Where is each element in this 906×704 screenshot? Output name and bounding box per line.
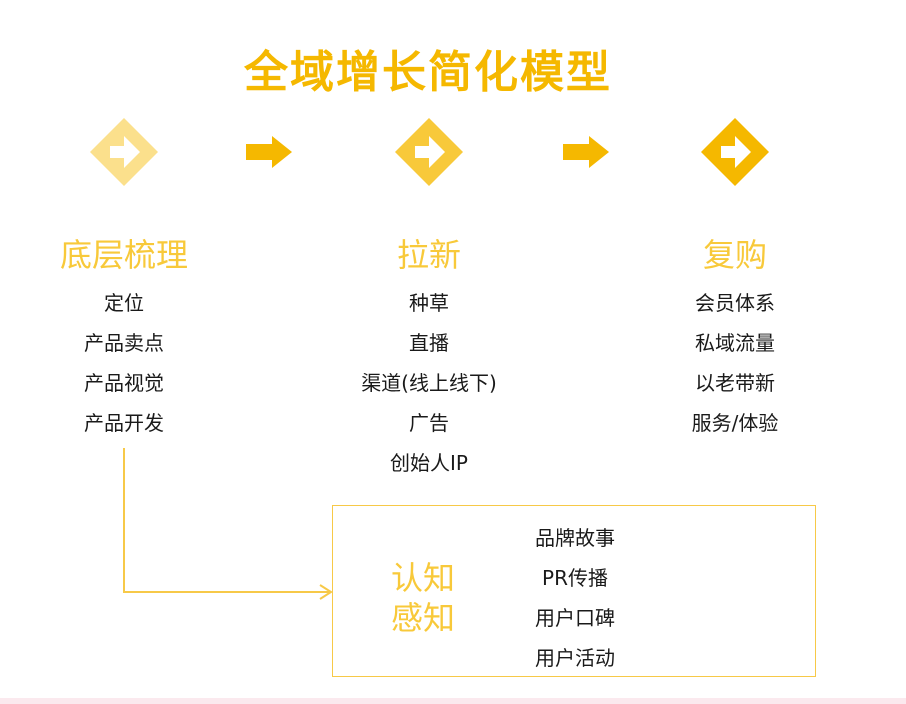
list-item: 产品卖点: [84, 331, 164, 355]
list-item: 会员体系: [695, 291, 775, 315]
list-item: 产品开发: [84, 411, 164, 435]
awareness-panel: 认知 感知 品牌故事 PR传播 用户口碑 用户活动: [332, 505, 816, 677]
list-item: 服务/体验: [691, 411, 779, 435]
stage-2-title: 拉新: [396, 236, 461, 274]
list-item: 用户口碑: [535, 606, 615, 630]
stage-2-list: 种草 直播 渠道(线上线下) 广告 创始人IP: [309, 283, 549, 483]
list-item: 创始人IP: [390, 451, 468, 475]
stage-3-list: 会员体系 私域流量 以老带新 服务/体验: [615, 283, 855, 443]
list-item: 品牌故事: [535, 526, 615, 550]
stage-3-arrow-diamond-icon: [701, 118, 769, 186]
footer-strip: [0, 698, 906, 704]
list-item: 渠道(线上线下): [361, 371, 497, 395]
panel-title-line-1: 认知: [390, 559, 455, 597]
panel-title: 认知 感知: [383, 558, 463, 638]
list-item: 定位: [104, 291, 144, 315]
stage-2-arrow-diamond-icon: [395, 118, 463, 186]
panel-list: 品牌故事 PR传播 用户口碑 用户活动: [513, 518, 637, 678]
list-item: 私域流量: [695, 331, 775, 355]
list-item: 种草: [409, 291, 449, 315]
list-item: 以老带新: [695, 371, 775, 395]
connector-arrow-2-icon: [563, 136, 609, 168]
stage-1-list: 定位 产品卖点 产品视觉 产品开发: [4, 283, 244, 443]
list-item: 产品视觉: [84, 371, 164, 395]
stage-3-title: 复购: [702, 236, 767, 274]
connector-arrow-1-icon: [246, 136, 292, 168]
stage-1-title: 底层梳理: [59, 236, 188, 274]
list-item: 用户活动: [535, 646, 615, 670]
list-item: 广告: [409, 411, 449, 435]
stage-1-arrow-diamond-icon: [90, 118, 158, 186]
panel-title-line-2: 感知: [390, 599, 455, 637]
list-item: PR传播: [542, 566, 608, 590]
list-item: 直播: [409, 331, 449, 355]
page-title: 全域增长简化模型: [244, 47, 612, 98]
